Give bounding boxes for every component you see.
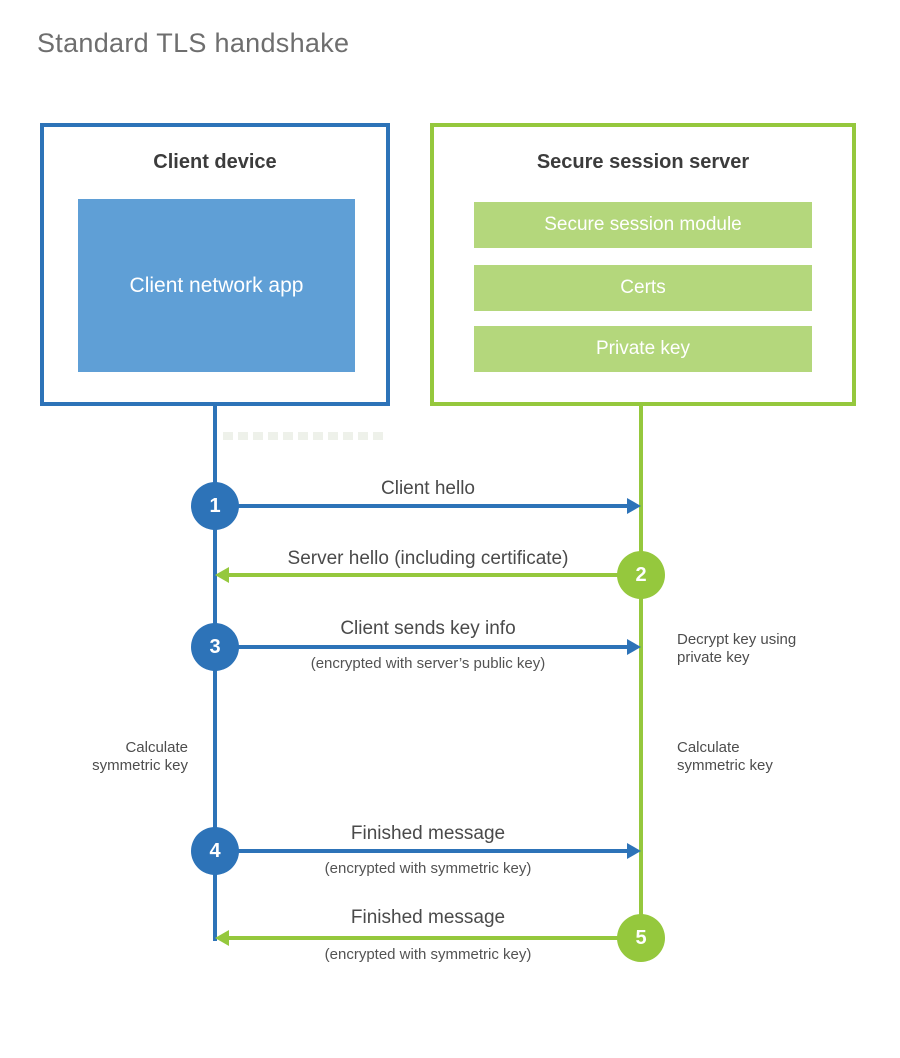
step-1-label: Client hello xyxy=(381,478,475,499)
client-lifeline xyxy=(213,406,217,941)
secure-session-server-box: Secure session server Secure session mod… xyxy=(430,123,856,406)
step-1-badge: 1 xyxy=(191,482,239,530)
step-5-sublabel: (encrypted with symmetric key) xyxy=(324,946,532,963)
note-decrypt-key: Decrypt key using private key xyxy=(677,631,797,666)
arrow-shaft xyxy=(215,849,629,853)
arrow-head-icon xyxy=(627,843,641,859)
arrow-shaft xyxy=(215,504,629,508)
step-4-sublabel: (encrypted with symmetric key) xyxy=(324,860,532,877)
step-5-badge: 5 xyxy=(617,914,665,962)
step-2-label: Server hello (including certificate) xyxy=(287,548,569,569)
note-calculate-symmetric-key-client: Calculate symmetric key xyxy=(92,739,188,774)
step-5-arrow-left xyxy=(215,930,641,946)
step-4-label: Finished message xyxy=(350,823,506,844)
step-3-sublabel: (encrypted with server’s public key) xyxy=(310,655,546,672)
server-module-private-key: Private key xyxy=(474,326,812,372)
step-4-arrow-right xyxy=(215,843,641,859)
step-2-arrow-left xyxy=(215,567,641,583)
arrow-shaft xyxy=(215,645,629,649)
arrow-shaft xyxy=(227,573,641,577)
note-calculate-symmetric-key-server: Calculate symmetric key xyxy=(677,739,773,774)
step-5-label: Finished message xyxy=(350,907,506,928)
step-3-badge: 3 xyxy=(191,623,239,671)
step-1-arrow-right xyxy=(215,498,641,514)
page-title: Standard TLS handshake xyxy=(37,28,350,58)
arrow-head-icon xyxy=(627,639,641,655)
step-3-label: Client sends key info xyxy=(340,618,516,639)
step-4-badge: 4 xyxy=(191,827,239,875)
arrow-shaft xyxy=(227,936,641,940)
client-network-app-box: Client network app xyxy=(78,199,355,372)
secure-session-server-title: Secure session server xyxy=(536,151,750,173)
server-module-secure-session: Secure session module xyxy=(474,202,812,248)
arrow-head-icon xyxy=(215,930,229,946)
server-lifeline xyxy=(639,406,643,941)
client-device-title: Client device xyxy=(153,151,277,173)
server-module-certs: Certs xyxy=(474,265,812,311)
step-2-badge: 2 xyxy=(617,551,665,599)
arrow-head-icon xyxy=(627,498,641,514)
step-3-arrow-right xyxy=(215,639,641,655)
arrow-head-icon xyxy=(215,567,229,583)
client-device-box: Client device Client network app xyxy=(40,123,390,406)
faint-dashed-decor xyxy=(223,432,387,440)
